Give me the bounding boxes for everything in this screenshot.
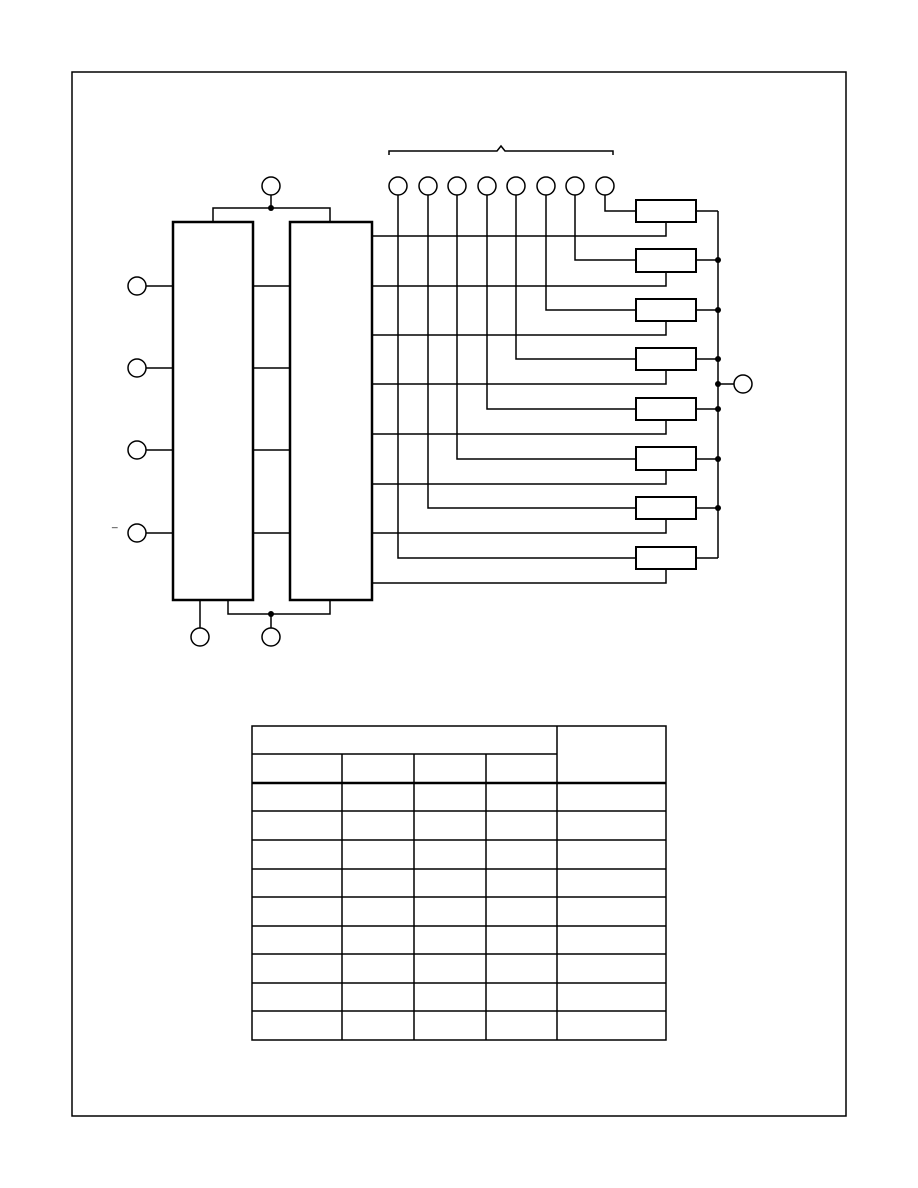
decoder-output-4 [372,370,667,385]
select-pin-1 [127,276,147,296]
decoder-output-5 [372,420,667,435]
bottom-pin-right [261,627,281,647]
data-pin-1 [388,176,408,196]
resistor-1 [635,199,697,223]
data-pin-8 [595,176,615,196]
data-line-4 [486,195,636,410]
select-pin-3 [127,440,147,460]
decoder-output-6 [372,470,667,485]
resistor-8 [635,546,697,570]
data-pin-4 [477,176,497,196]
bus-junction-dot [715,505,721,511]
select-pin-4 [127,523,147,543]
resistor-5 [635,397,697,421]
data-line-2 [427,195,636,509]
data-pins-brace [388,144,614,155]
resistor-7 [635,496,697,520]
data-line-6 [545,195,636,311]
top-junction-dot [268,205,274,211]
data-line-7 [574,195,636,261]
decoder-output-3 [372,321,667,336]
bus-junction-dot [715,257,721,263]
data-line-8 [604,195,636,212]
resistor-2 [635,248,697,273]
bus-junction-dot [715,456,721,462]
data-pin-5 [506,176,526,196]
truth-table-border [251,725,667,1041]
decoder-output-7 [372,519,667,534]
output-bus [696,210,753,559]
bus-junction-dot [715,307,721,313]
data-pin-6 [536,176,556,196]
data-pin-2 [418,176,438,196]
resistors [635,199,697,570]
select-pin-2 [127,358,147,378]
data-line-5 [515,195,636,360]
bus-junction-dot [715,356,721,362]
decoder-output-lines [372,222,667,584]
truth-table [251,725,667,1041]
overbar-mark: _ [111,518,118,529]
decoder-block [288,220,374,602]
bottom-junction-dot [268,611,274,617]
bottom-bracket [227,600,331,615]
decoder-output-1 [372,222,667,237]
data-line-1 [397,195,636,559]
select-pins: _ [111,276,173,543]
data-line-3 [456,195,636,460]
bus-junction-dot [715,406,721,412]
resistor-6 [635,446,697,471]
data-pins [388,176,615,196]
resistor-3 [635,298,697,322]
page-frame [71,71,847,1117]
input-latch-block [171,220,255,602]
data-pin-3 [447,176,467,196]
decoder-output-8 [372,569,667,584]
data-pin-7 [565,176,585,196]
resistor-4 [635,347,697,371]
output-pin [733,374,753,394]
bottom-pin-left [190,627,210,647]
top-pin [261,176,281,196]
data-pin-lines [397,195,636,559]
decoder-output-2 [372,272,667,287]
